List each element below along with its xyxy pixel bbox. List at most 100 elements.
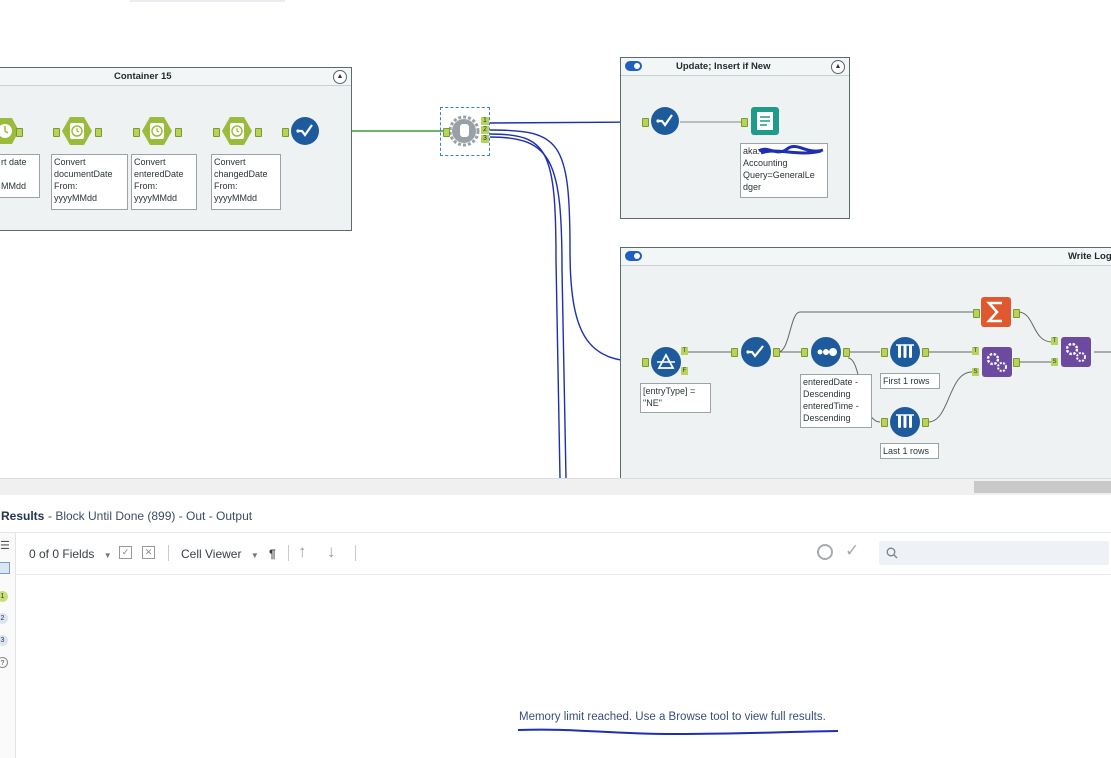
search-icon	[886, 547, 898, 559]
fields-label: 0 of 0 Fields	[29, 547, 95, 561]
redaction-scribble	[758, 145, 824, 155]
anchor-t: T	[681, 347, 688, 355]
datetime-tool-changed[interactable]	[221, 116, 253, 151]
divider	[168, 545, 169, 561]
container-header: Write Log	[621, 248, 1111, 266]
pilcrow-icon[interactable]: ¶	[269, 547, 276, 561]
container-header: Update; Insert if New ▲	[621, 58, 849, 76]
connections	[328, 121, 646, 478]
sample-first-tool[interactable]	[889, 336, 921, 373]
connection-update-inner	[680, 121, 742, 123]
anchor	[881, 418, 888, 427]
note-filter-expression: [entryType] = "NE"	[640, 383, 711, 413]
anchor-1: 1	[481, 117, 489, 125]
note-convert-entered: Convert enteredDate From: yyyyMMdd	[131, 154, 197, 210]
help-badge-icon[interactable]: ?	[0, 657, 8, 668]
top-strip	[130, 0, 285, 2]
results-toolbar: 0 of 0 Fields ▼ ✓ ✕ Cell Viewer ▼ ¶ ↑ ↓ …	[16, 533, 1111, 575]
note-convert-document: Convert documentDate From: yyyyMMdd	[51, 154, 128, 210]
arrow-down-icon[interactable]: ↓	[327, 542, 336, 561]
sort-tool[interactable]	[810, 336, 842, 373]
select-tool[interactable]	[290, 116, 320, 151]
chevron-down-icon: ▼	[250, 551, 259, 560]
container-title: Write Log	[1068, 251, 1111, 262]
anchor	[443, 128, 450, 137]
anchor	[741, 118, 748, 127]
toggle-icon[interactable]	[625, 61, 642, 71]
anchor	[801, 348, 808, 357]
scrollbar-thumb[interactable]	[974, 481, 1111, 493]
container-title: Container 15	[114, 71, 172, 82]
uncheck-all-icon[interactable]: ✕	[142, 546, 155, 559]
anchor	[973, 309, 980, 318]
rail-badge-2[interactable]: 2	[0, 613, 8, 624]
anchor	[53, 128, 60, 137]
block-until-done-tool[interactable]	[440, 107, 490, 156]
toggle-icon[interactable]	[625, 251, 642, 261]
results-left-rail: ☰ 1 2 3 ?	[0, 533, 16, 758]
anchor	[1013, 309, 1020, 318]
cancel-icon[interactable]	[817, 544, 833, 560]
anchor	[255, 128, 262, 137]
canvas-horizontal-scrollbar[interactable]	[0, 478, 1111, 495]
anchor	[922, 418, 929, 427]
anchor	[731, 348, 738, 357]
anchor	[843, 348, 850, 357]
connection-to-filter	[489, 129, 646, 363]
anchor-s: S	[972, 368, 979, 376]
chevron-down-icon: ▼	[103, 551, 112, 560]
anchor-f: F	[681, 367, 688, 375]
connection-down-2	[489, 136, 567, 478]
results-detail: - Block Until Done (899) - Out - Output	[48, 509, 253, 523]
select-tool-log[interactable]	[740, 336, 772, 373]
apply-check-icon[interactable]: ✓	[845, 541, 860, 560]
filter-tool[interactable]	[650, 346, 682, 383]
cell-viewer-dropdown[interactable]: Cell Viewer ▼	[181, 547, 259, 561]
note-first-rows: First 1 rows	[880, 373, 940, 389]
note-convert-changed: Convert changedDate From: yyyyMMdd	[211, 154, 281, 210]
container-header: Container 15 ▲	[0, 68, 351, 86]
results-title-bar: Results - Block Until Done (899) - Out -…	[0, 496, 1111, 533]
anchor-3: 3	[481, 135, 489, 143]
table-view-icon[interactable]	[0, 562, 10, 574]
select-tool-update[interactable]	[650, 106, 680, 141]
connection-to-update	[489, 121, 646, 124]
summarize-tool[interactable]	[980, 296, 1012, 333]
rail-badge-1[interactable]: 1	[0, 591, 8, 602]
datetime-tool-partial[interactable]	[0, 116, 20, 151]
note-sort-config: enteredDate - Descending enteredTime - D…	[800, 374, 872, 428]
datetime-tool-document[interactable]	[61, 116, 93, 151]
search-box[interactable]	[879, 541, 1109, 565]
memory-limit-message: Memory limit reached. Use a Browse tool …	[519, 711, 826, 723]
anchor	[642, 118, 649, 127]
collapse-icon[interactable]: ▲	[333, 70, 347, 84]
rail-badge-3[interactable]: 3	[0, 635, 8, 646]
container-title: Update; Insert if New	[676, 61, 771, 72]
anchor	[175, 128, 182, 137]
sample-last-tool[interactable]	[889, 406, 921, 443]
anchor	[16, 128, 23, 137]
check-all-icon[interactable]: ✓	[119, 546, 132, 559]
anchor-2: 2	[481, 126, 489, 134]
output-data-tool[interactable]	[750, 106, 780, 141]
workflow-canvas[interactable]: Container 15 ▲ rt date MMdd Convert docu…	[0, 0, 1111, 478]
anchor	[1013, 358, 1020, 367]
anchor-t: T	[1051, 337, 1058, 345]
annotation-underline	[517, 728, 839, 736]
anchor	[773, 348, 780, 357]
append-fields-tool-2[interactable]	[1060, 336, 1092, 373]
menu-icon[interactable]: ☰	[0, 540, 10, 552]
anchor	[133, 128, 140, 137]
datetime-tool-entered[interactable]	[141, 116, 173, 151]
append-fields-tool[interactable]	[981, 346, 1013, 383]
collapse-icon[interactable]: ▲	[831, 60, 845, 74]
anchor-s: S	[1051, 358, 1058, 366]
arrow-up-icon[interactable]: ↑	[298, 542, 307, 561]
fields-dropdown[interactable]: 0 of 0 Fields ▼	[29, 547, 112, 561]
anchor	[642, 358, 649, 367]
cell-viewer-label: Cell Viewer	[181, 547, 242, 561]
results-label: Results	[1, 509, 45, 523]
divider	[355, 545, 356, 561]
note-convert-partial: rt date MMdd	[0, 154, 40, 198]
note-last-rows: Last 1 rows	[880, 443, 939, 459]
